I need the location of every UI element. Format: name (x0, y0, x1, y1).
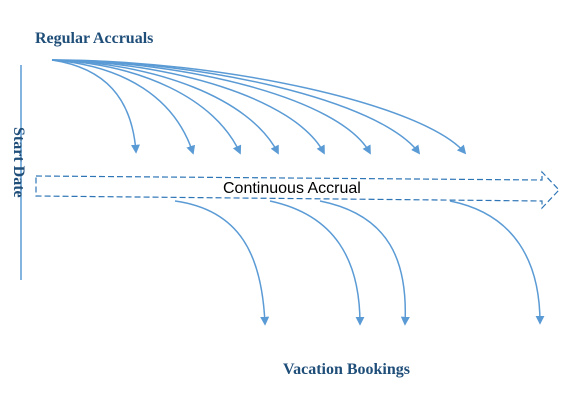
vacation-booking-arrows (174, 200, 545, 326)
start-date-label: Start Date (10, 127, 27, 198)
regular-accrual-arrows (51, 59, 467, 155)
vacation-bookings-label: Vacation Bookings (283, 361, 410, 378)
continuous-accrual-label: Continuous Accrual (223, 180, 361, 197)
regular-accrual-arrow (51, 59, 196, 155)
regular-accrual-arrow (51, 59, 325, 155)
vacation-booking-arrow (174, 200, 270, 326)
regular-accrual-arrow (51, 59, 467, 155)
regular-accrual-arrow (51, 59, 279, 155)
regular-accrual-arrow (51, 59, 242, 155)
vacation-booking-arrow (269, 200, 365, 326)
regular-accrual-arrow (51, 59, 140, 154)
regular-accruals-label: Regular Accruals (35, 30, 153, 47)
continuous-accrual-arrow (35, 170, 560, 210)
vacation-booking-arrow (319, 200, 410, 326)
vacation-booking-arrow (449, 200, 545, 325)
